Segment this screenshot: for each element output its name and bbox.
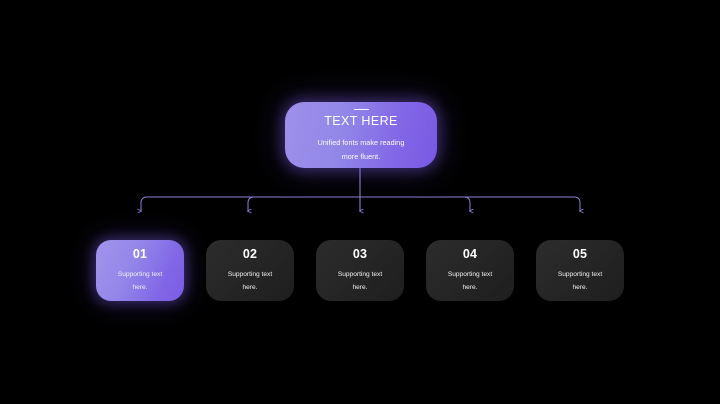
node-description-line2: here. [572,283,588,291]
node-number: 03 [352,246,368,261]
node-description: Supporting text here. [118,269,162,294]
node-card-04[interactable]: 04 Supporting text here. [426,240,514,301]
node-description: Supporting text here. [558,269,602,294]
connector-branch-02 [248,196,255,211]
top-card-title: TEXT HERE [324,113,398,128]
node-number: 05 [572,246,588,261]
top-card-divider [353,108,369,110]
node-card-05[interactable]: 05 Supporting text here. [536,240,624,301]
node-description-line2: here. [132,283,148,291]
node-description-line2: here. [242,283,258,291]
node-description-line2: here. [462,283,478,291]
top-card-description-line1: Unified fonts make reading [317,138,405,148]
node-description-line2: here. [352,283,368,291]
node-description: Supporting text here. [338,269,382,294]
node-card-03[interactable]: 03 Supporting text here. [316,240,404,301]
node-description: Supporting text here. [228,269,272,294]
connector-bus-right-outer [359,196,580,211]
node-number: 04 [462,246,478,261]
connector-branch-04 [463,196,470,211]
node-card-01[interactable]: 01 Supporting text here. [96,240,184,301]
node-description-line1: Supporting text [557,271,603,279]
node-number: 02 [242,246,258,261]
node-description: Supporting text here. [448,269,492,294]
top-card-description: Unified fonts make reading more fluent. [318,136,405,163]
top-card-description-line2: more fluent. [341,151,381,161]
node-number: 01 [132,246,148,261]
node-description-line1: Supporting text [227,271,273,279]
node-description-line1: Supporting text [337,271,383,279]
connector-bus-left-outer [141,196,361,211]
top-card[interactable]: TEXT HERE Unified fonts make reading mor… [285,102,437,168]
node-description-line1: Supporting text [117,271,163,279]
node-card-02[interactable]: 02 Supporting text here. [206,240,294,301]
node-description-line1: Supporting text [447,271,493,279]
